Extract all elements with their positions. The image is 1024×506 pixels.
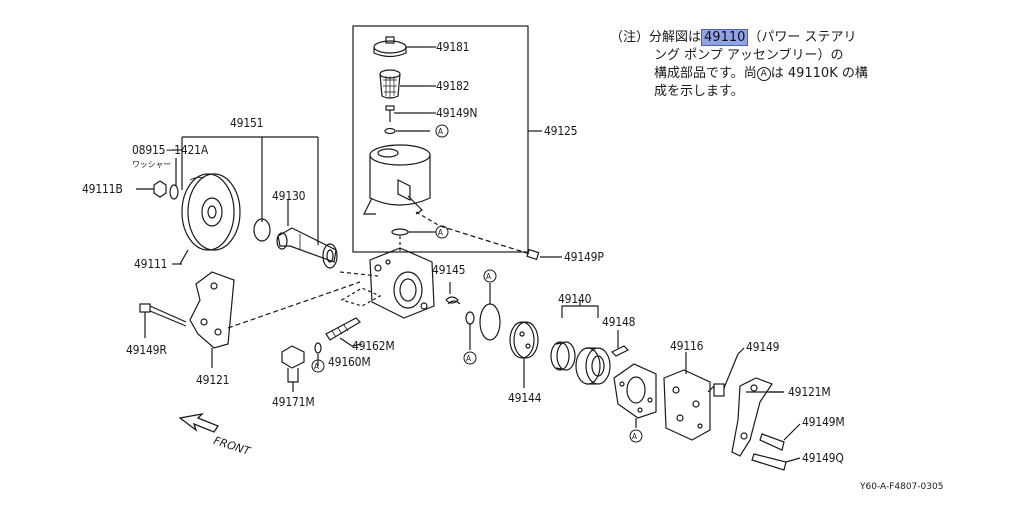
shaft-49130 [276, 200, 337, 263]
front-arrow [178, 412, 219, 433]
note-prefix: （注） [610, 30, 650, 45]
label-49148: 49148 [602, 315, 636, 329]
reservoir-tank [363, 144, 441, 227]
reservoir-group-box [352, 25, 529, 253]
label-a2: A [438, 228, 443, 237]
strainer [379, 69, 430, 99]
note-line-4: 成を示します。 [654, 84, 744, 99]
highlighted-part-number[interactable]: 49110 [701, 29, 749, 46]
label-49116: 49116 [670, 339, 704, 353]
note-line3-a: 構成部品です。尚 [654, 66, 757, 81]
reservoir-cap [373, 36, 430, 58]
label-a3: A [486, 272, 491, 281]
bolt-49149q [751, 453, 801, 471]
note-line1-a: 分解図は [649, 30, 702, 45]
bracket-49121 [189, 271, 235, 368]
label-49162m: 49162M [352, 339, 395, 353]
note-line-2: ング ポンプ アッセンブリー）の [654, 48, 844, 63]
label-49121m: 49121M [788, 385, 831, 399]
label-49111b: 49111B [82, 182, 123, 196]
spring-49145 [445, 282, 461, 305]
label-49171m: 49171M [272, 395, 315, 409]
gasket [613, 363, 657, 428]
label-49149r: 49149R [126, 343, 167, 357]
label-49125: 49125 [544, 124, 578, 138]
pulley [172, 173, 241, 265]
label-49181: 49181 [436, 40, 470, 54]
label-washer: ワッシャー [132, 160, 171, 169]
bolt-49149n [385, 105, 430, 122]
label-49144: 49144 [508, 391, 542, 405]
circle-a-markers [311, 124, 643, 443]
label-49140: 49140 [558, 292, 592, 306]
bolt-49149r [139, 303, 187, 338]
cam-ring [575, 347, 611, 385]
label-49182: 49182 [436, 79, 470, 93]
circle-a-icon: A [756, 66, 771, 81]
label-a1: A [438, 127, 443, 136]
label-49151: 49151 [230, 116, 264, 130]
pump-body [369, 247, 435, 319]
label-49160m: 49160M [328, 355, 371, 369]
cover-49116 [663, 352, 711, 441]
bolt-49149m [759, 423, 801, 451]
bolt-49149p [526, 248, 562, 261]
label-a4: A [314, 362, 319, 371]
label-49149q: 49149Q [802, 451, 844, 465]
label-a6: A [632, 432, 637, 441]
label-49149: 49149 [746, 340, 780, 354]
note-line3-b: は 49110K の構 [770, 66, 868, 81]
label-08915: 08915−1421A [132, 143, 209, 157]
bracket-49121m [731, 377, 784, 457]
label-49121: 49121 [196, 373, 230, 387]
label-49149m: 49149M [802, 415, 845, 429]
label-49130: 49130 [272, 189, 306, 203]
plate-49144 [509, 321, 539, 388]
label-49149n: 49149N [436, 106, 478, 120]
rotor [550, 341, 576, 371]
note-line1-b: （パワー ステアリ [748, 30, 857, 45]
valve-49162m [325, 317, 361, 347]
nut-49111b [136, 180, 167, 198]
label-49145: 49145 [432, 263, 466, 277]
label-49149p: 49149P [564, 250, 604, 264]
label-a5: A [466, 354, 471, 363]
label-49111: 49111 [134, 257, 168, 271]
drawing-code: Y60-A-F4807-0305 [860, 482, 944, 492]
connector-49171m [281, 345, 305, 392]
bolt-49149 [707, 347, 745, 397]
